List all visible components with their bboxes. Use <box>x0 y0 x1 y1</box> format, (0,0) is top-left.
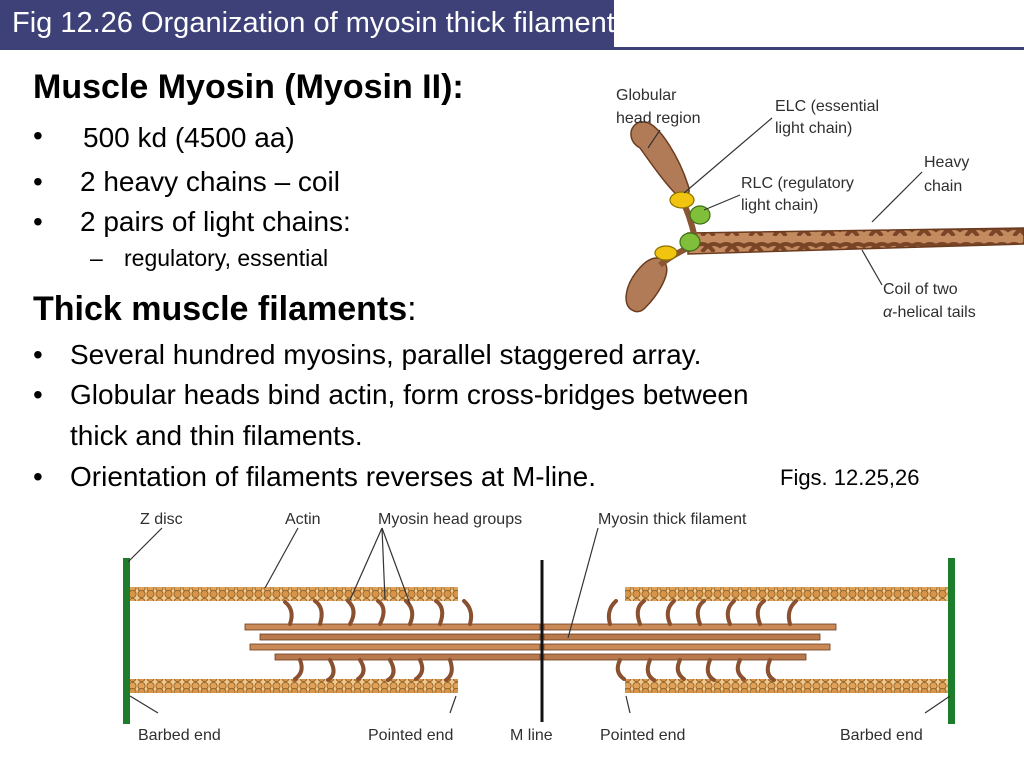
bullet-text: 500 kd (4500 aa) <box>83 122 295 153</box>
label-helical-tails: -helical tails <box>892 304 976 321</box>
bullet-text: Globular heads bind actin, form cross-br… <box>70 379 749 410</box>
bullet-marker: • <box>33 339 43 370</box>
elc-upper <box>669 191 695 209</box>
label-barbed-end-left: Barbed end <box>138 727 221 744</box>
sub-bullet-dash: – <box>90 245 103 271</box>
sarcomere-diagram: Z disc Actin Myosin head groups Myosin t… <box>123 511 955 744</box>
figure-reference: Figs. 12.25,26 <box>780 465 920 490</box>
label-rlc-2: light chain) <box>741 197 818 214</box>
bullet-text: Several hundred myosins, parallel stagge… <box>70 339 702 370</box>
label-rlc: RLC (regulatory <box>741 175 854 192</box>
bullet-text-continued: thick and thin filaments. <box>70 420 363 451</box>
label-alpha: α <box>883 304 893 321</box>
label-heavy: Heavy <box>924 154 969 171</box>
bullet-text: Orientation of filaments reverses at M-l… <box>70 461 596 492</box>
actin-filament-bottom-left <box>130 679 458 693</box>
coiled-coil-tail <box>687 227 1024 255</box>
title-bar: Fig 12.26 Organization of myosin thick f… <box>0 0 629 50</box>
rlc-upper <box>689 205 711 225</box>
upper-head <box>630 121 698 239</box>
label-pointed-end-left: Pointed end <box>368 727 453 744</box>
label-myosin-thick-filament: Myosin thick filament <box>598 511 747 528</box>
heading-muscle-myosin: Muscle Myosin (Myosin II): <box>33 68 464 106</box>
z-disc-right <box>948 558 955 724</box>
heading-thick-filaments-text: Thick muscle filaments <box>33 290 408 328</box>
globular-head-upper <box>630 121 690 199</box>
myosin-tail <box>687 227 1024 255</box>
bullet-marker: • <box>33 166 43 197</box>
myosin-thick-filament-right <box>543 599 837 682</box>
myosin-thick-filament-left <box>244 599 541 682</box>
myosin-leader-lines <box>647 117 923 286</box>
slide-title: Fig 12.26 Organization of myosin thick f… <box>12 7 630 39</box>
label-globular: Globular <box>616 87 677 104</box>
z-disc-left <box>123 558 130 724</box>
title-rule <box>614 47 1024 50</box>
globular-head-lower <box>625 257 668 313</box>
bullet-marker: • <box>33 206 43 237</box>
bullet-text: 2 pairs of light chains: <box>80 206 351 237</box>
label-myosin-head-groups: Myosin head groups <box>378 511 522 528</box>
label-elc-2: light chain) <box>775 120 852 137</box>
actin-filament-bottom-right <box>625 679 948 693</box>
label-chain: chain <box>924 178 962 195</box>
label-elc: ELC (essential <box>775 98 879 115</box>
label-helical: α-helical tails <box>883 304 976 321</box>
bullet-marker: • <box>33 379 43 410</box>
rlc-lower <box>679 232 701 252</box>
sarcomere-leader-lines <box>127 527 951 714</box>
myosin-molecule-diagram: Globular head region ELC (essential ligh… <box>616 87 1024 321</box>
heading-thick-filaments: Thick muscle filaments: <box>33 290 417 329</box>
heading-colon: : <box>407 290 417 328</box>
label-head-region: head region <box>616 110 701 127</box>
label-m-line: M line <box>510 727 553 744</box>
label-z-disc: Z disc <box>140 511 183 528</box>
actin-filament-top-right <box>625 587 948 601</box>
sub-bullet-text: regulatory, essential <box>124 245 329 271</box>
bullet-text: 2 heavy chains – coil <box>80 166 340 197</box>
label-pointed-end-right: Pointed end <box>600 727 685 744</box>
bullet-marker: • <box>33 461 43 492</box>
myosin-labels: Globular head region ELC (essential ligh… <box>616 87 976 321</box>
elc-lower <box>654 245 678 261</box>
label-barbed-end-right: Barbed end <box>840 727 923 744</box>
actin-filament-top-left <box>130 587 458 601</box>
label-actin: Actin <box>285 511 321 528</box>
label-coil: Coil of two <box>883 281 958 298</box>
bullet-marker: • <box>33 120 43 151</box>
sarcomere-labels: Z disc Actin Myosin head groups Myosin t… <box>138 511 923 744</box>
